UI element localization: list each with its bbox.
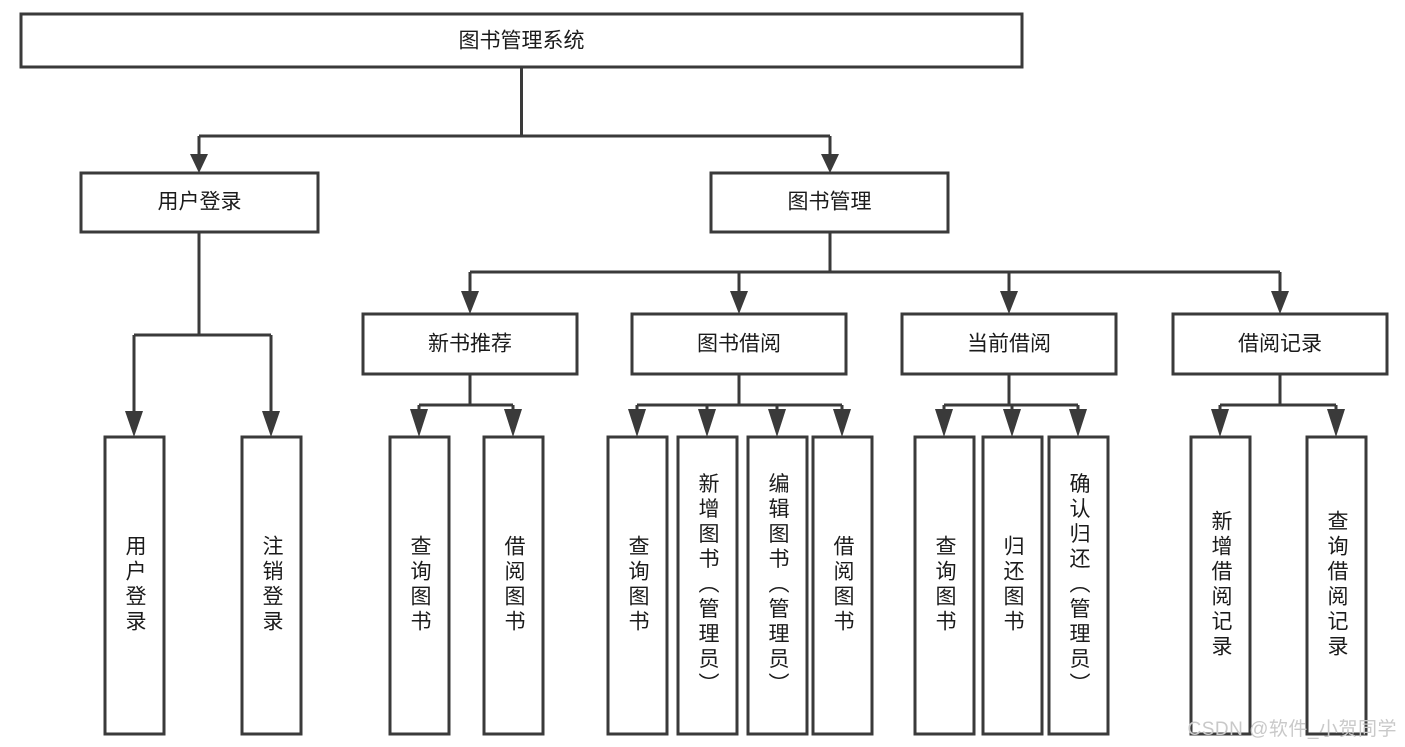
node-book-borrow[interactable]: 图书借阅 (630, 312, 848, 376)
node-leaf-add-record[interactable]: 新增借阅记录 (1189, 435, 1252, 736)
node-leaf-query-book-2-box[interactable] (606, 435, 669, 736)
node-leaf-add-book[interactable]: 新增图书（管理员） (676, 435, 739, 736)
node-leaf-borrow-book-1[interactable]: 借阅图书 (482, 435, 545, 736)
node-leaf-edit-book-box[interactable] (746, 435, 809, 736)
arrowhead-leaf-confirm-return (1069, 409, 1087, 437)
node-leaf-return-book-label: 归还图书 (1001, 535, 1025, 635)
csdn-watermark: CSDN @软件_小贺同学 (1187, 719, 1397, 740)
node-leaf-query-book-1-box[interactable] (388, 435, 451, 736)
node-leaf-return-book-box[interactable] (981, 435, 1044, 736)
node-user-login[interactable]: 用户登录 (79, 171, 320, 234)
node-current-borrow[interactable]: 当前借阅 (900, 312, 1118, 376)
node-borrow-record[interactable]: 借阅记录 (1171, 312, 1389, 376)
node-leaf-confirm-return-box[interactable] (1047, 435, 1110, 736)
arrowhead-leaf-logout-login (262, 411, 280, 437)
node-leaf-query-book-1-label: 查询图书 (408, 535, 432, 635)
arrowhead-book-borrow (730, 291, 748, 314)
node-leaf-borrow-book-1-box[interactable] (482, 435, 545, 736)
node-new-book-rec-label: 新书推荐 (428, 333, 512, 356)
node-current-borrow-box[interactable] (900, 312, 1118, 376)
node-leaf-query-book-2-label: 查询图书 (626, 535, 650, 635)
node-book-manage[interactable]: 图书管理 (709, 171, 950, 234)
node-leaf-return-book[interactable]: 归还图书 (981, 435, 1044, 736)
node-borrow-record-box[interactable] (1171, 312, 1389, 376)
node-leaf-edit-book[interactable]: 编辑图书（管理员） (746, 435, 809, 736)
node-leaf-logout-login-label: 注销登录 (260, 535, 284, 635)
node-leaf-logout-login[interactable]: 注销登录 (240, 435, 303, 736)
arrowhead-borrow-record (1271, 291, 1289, 314)
node-leaf-user-login-box[interactable] (103, 435, 166, 736)
node-leaf-borrow-book-2-label: 借阅图书 (831, 535, 855, 635)
arrowhead-leaf-query-book-2 (628, 409, 646, 437)
arrowhead-leaf-query-book-3 (935, 409, 953, 437)
node-leaf-user-login-label: 用户登录 (123, 535, 147, 635)
node-root-box[interactable] (19, 12, 1024, 69)
node-leaf-add-book-box[interactable] (676, 435, 739, 736)
arrowhead-new-book-rec (461, 291, 479, 314)
node-leaf-add-record-box[interactable] (1189, 435, 1252, 736)
node-user-login-box[interactable] (79, 171, 320, 234)
node-leaf-borrow-book-1-label: 借阅图书 (502, 535, 526, 635)
node-leaf-query-book-1[interactable]: 查询图书 (388, 435, 451, 736)
arrowhead-leaf-add-book (698, 409, 716, 437)
node-user-login-label: 用户登录 (158, 191, 242, 214)
node-book-manage-label: 图书管理 (788, 191, 872, 214)
node-leaf-confirm-return-label: 确认归还（管理员） (1067, 473, 1091, 698)
arrowhead-leaf-query-record (1327, 409, 1345, 437)
node-leaf-query-book-2[interactable]: 查询图书 (606, 435, 669, 736)
node-new-book-rec[interactable]: 新书推荐 (361, 312, 579, 376)
node-leaf-borrow-book-2-box[interactable] (811, 435, 874, 736)
arrowhead-leaf-edit-book (768, 409, 786, 437)
arrowhead-leaf-borrow-book-2 (833, 409, 851, 437)
node-leaf-borrow-book-2[interactable]: 借阅图书 (811, 435, 874, 736)
node-leaf-edit-book-label: 编辑图书（管理员） (766, 473, 790, 698)
node-leaf-logout-login-box[interactable] (240, 435, 303, 736)
node-leaf-query-record-label: 查询借阅记录 (1325, 510, 1349, 660)
node-leaf-query-record[interactable]: 查询借阅记录 (1305, 435, 1368, 736)
node-root-label: 图书管理系统 (459, 30, 585, 53)
node-leaf-query-book-3[interactable]: 查询图书 (913, 435, 976, 736)
node-leaf-confirm-return[interactable]: 确认归还（管理员） (1047, 435, 1110, 736)
node-leaf-add-record-label: 新增借阅记录 (1209, 510, 1233, 660)
node-leaf-user-login[interactable]: 用户登录 (103, 435, 166, 736)
arrowhead-leaf-borrow-book-1 (504, 409, 522, 437)
node-leaf-query-book-3-box[interactable] (913, 435, 976, 736)
node-new-book-rec-box[interactable] (361, 312, 579, 376)
arrowhead-current-borrow (1000, 291, 1018, 314)
node-borrow-record-label: 借阅记录 (1238, 333, 1322, 356)
node-book-manage-box[interactable] (709, 171, 950, 234)
node-book-borrow-box[interactable] (630, 312, 848, 376)
arrowhead-user-login (190, 154, 208, 173)
arrowhead-leaf-query-book-1 (410, 409, 428, 437)
node-current-borrow-label: 当前借阅 (967, 333, 1051, 356)
connector-layer (125, 67, 1345, 437)
arrowhead-book-manage (821, 154, 839, 173)
node-leaf-query-record-box[interactable] (1305, 435, 1368, 736)
arrowhead-leaf-user-login (125, 411, 143, 437)
arrowhead-leaf-return-book (1003, 409, 1021, 437)
node-root[interactable]: 图书管理系统 (19, 12, 1024, 69)
node-book-borrow-label: 图书借阅 (697, 333, 781, 356)
node-leaf-add-book-label: 新增图书（管理员） (696, 473, 720, 698)
node-leaf-query-book-3-label: 查询图书 (933, 535, 957, 635)
arrowhead-leaf-add-record (1211, 409, 1229, 437)
